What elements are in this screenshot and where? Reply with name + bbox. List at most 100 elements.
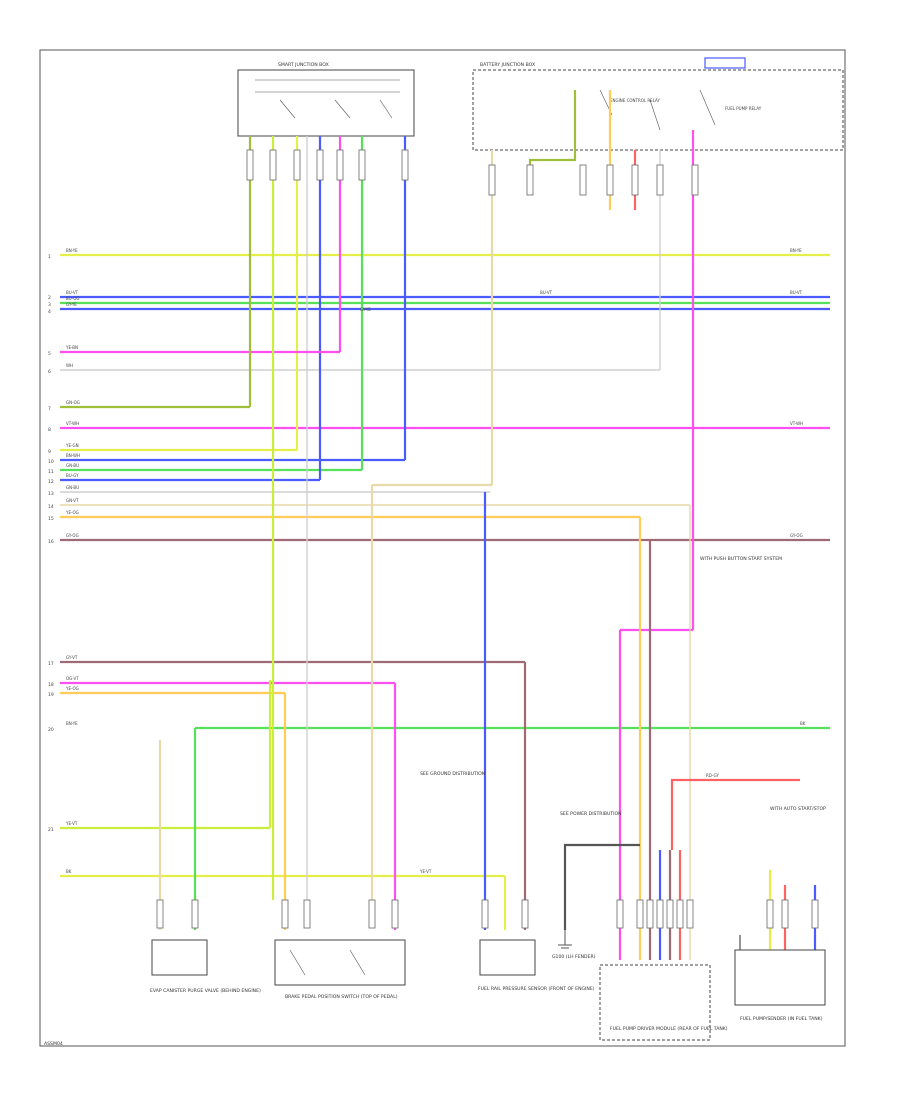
connector-pin — [686, 899, 694, 929]
connector-pin — [488, 164, 496, 196]
bjb-vertical-wires — [370, 90, 695, 960]
row-number: 17 — [48, 661, 54, 667]
smart-junction-box-label: SMART JUNCTION BOX — [278, 62, 329, 68]
connector-pin — [316, 149, 324, 181]
wire-label: GY-OG — [790, 533, 803, 538]
row-number: 7 — [48, 406, 51, 412]
wire-label: VT-WH — [66, 421, 79, 426]
connector-pin — [579, 164, 587, 196]
note-2: SEE GROUND DISTRIBUTION — [420, 771, 485, 777]
connector-pin — [336, 149, 344, 181]
connector-pin — [636, 899, 644, 929]
row-number: 4 — [48, 309, 51, 315]
connector-pin — [401, 149, 409, 181]
fuel-rail-pressure-sensor-label: FUEL RAIL PRESSURE SENSOR (FRONT OF ENGI… — [478, 986, 595, 992]
wire-labels: BN-YE BU-VT BU-OG GY-YE YE-BN WH GN-OG V… — [65, 248, 806, 874]
connector-pin — [481, 899, 489, 929]
wire-label: BN-YE — [66, 721, 78, 726]
wire-label: BK — [800, 721, 806, 726]
wire-label: YE-OG — [65, 686, 79, 691]
row-number: 15 — [48, 516, 54, 522]
wire-label: GY-YE — [360, 307, 371, 312]
brake-switch-label: BRAKE PEDAL POSITION SWITCH (TOP OF PEDA… — [285, 994, 398, 1000]
wire-label: GN-BU — [66, 485, 79, 490]
wire-label: GY-OG — [66, 533, 79, 538]
notes: WITH PUSH BUTTON START SYSTEM SEE GROUND… — [420, 556, 826, 817]
page-code: ASSM04 — [44, 1041, 63, 1047]
row-number: 13 — [48, 491, 54, 497]
row-number: 21 — [48, 827, 54, 833]
connector-pin — [811, 899, 819, 929]
connector-pin — [391, 899, 399, 929]
connector-pin — [246, 149, 254, 181]
note-4: WITH AUTO START/STOP — [770, 806, 826, 812]
connector-pin — [269, 149, 277, 181]
connector-pin — [631, 164, 639, 196]
wire-label: RD-GY — [706, 773, 719, 778]
connector-pin — [281, 899, 289, 929]
row-number: 8 — [48, 427, 51, 433]
wire-label: BU-VT — [790, 290, 803, 295]
connector-pin — [781, 899, 789, 929]
connector-pin — [303, 899, 311, 929]
wire-label: YE-VT — [65, 821, 78, 826]
row-number: 19 — [48, 692, 54, 698]
note-1: WITH PUSH BUTTON START SYSTEM — [700, 556, 782, 562]
wire-label: YE-BN — [65, 345, 78, 350]
connector-pin — [358, 149, 366, 181]
fuel-pump-sender: FUEL PUMP/SENDER (IN FUEL TANK) — [734, 949, 826, 1022]
row-number: 18 — [48, 682, 54, 688]
wire-label: BU-VT — [66, 290, 79, 295]
connector-pin — [656, 164, 664, 196]
wire-label: GN-OG — [66, 400, 80, 405]
row-number: 12 — [48, 479, 54, 485]
row-number: 3 — [48, 302, 51, 308]
purge-valve-label: EVAP CANISTER PURGE VALVE (BEHIND ENGINE… — [150, 988, 261, 994]
row-numbers: 1 2 3 4 5 6 7 8 9 10 11 12 13 14 15 16 1… — [48, 254, 54, 833]
connector-pin — [666, 899, 674, 929]
ground-point: G100 (LH FENDER) — [552, 930, 596, 960]
row-number: 11 — [48, 469, 54, 475]
wire-label: BU-VT — [540, 290, 553, 295]
row-number: 5 — [48, 351, 51, 357]
connector-pin — [368, 899, 376, 929]
sjb-vertical-wires — [248, 136, 407, 900]
fuel-pump-driver-module-label: FUEL PUMP DRIVER MODULE (REAR OF FUEL TA… — [610, 1026, 728, 1032]
connector-pin — [521, 899, 529, 929]
wire-label: BN-WH — [66, 453, 80, 458]
fuel-rail-pressure-sensor: FUEL RAIL PRESSURE SENSOR (FRONT OF ENGI… — [478, 939, 595, 992]
row-number: 6 — [48, 369, 51, 375]
battery-junction-box-label: BATTERY JUNCTION BOX — [480, 62, 535, 68]
diagram-frame — [39, 49, 846, 1047]
wire-label: YE-OG — [65, 510, 79, 515]
row-number: 2 — [48, 295, 51, 301]
wire-label: VT-WH — [790, 421, 803, 426]
row-number: 14 — [48, 504, 54, 510]
wire-label: YE-VT — [419, 869, 432, 874]
connector-pin — [646, 899, 654, 929]
purge-valve: EVAP CANISTER PURGE VALVE (BEHIND ENGINE… — [150, 939, 261, 994]
smart-junction-box: SMART JUNCTION BOX — [237, 62, 415, 137]
wire-label: GY-VT — [66, 655, 78, 660]
wire-label: BK — [66, 869, 72, 874]
connector-pin — [293, 149, 301, 181]
battery-junction-box: BATTERY JUNCTION BOX ENGINE CONTROL RELA… — [472, 57, 844, 151]
brake-switch: BRAKE PEDAL POSITION SWITCH (TOP OF PEDA… — [274, 939, 406, 1000]
connector-pin — [656, 899, 664, 929]
connector-pin — [676, 899, 684, 929]
fuel-pump-relay-label: FUEL PUMP RELAY — [725, 106, 762, 111]
row-number: 16 — [48, 539, 54, 545]
row-number: 20 — [48, 727, 54, 733]
wire-label: GY-YE — [66, 302, 77, 307]
connector-pin — [691, 164, 699, 196]
connector-pin — [156, 899, 164, 929]
wire-label: GN-VT — [66, 498, 79, 503]
wire-label: BN-YE — [66, 248, 78, 253]
row-number: 9 — [48, 449, 51, 455]
connector-pin — [616, 899, 624, 929]
connector-pin — [606, 164, 614, 196]
wire-label: BU-OG — [66, 296, 79, 301]
row-number: 10 — [48, 459, 54, 465]
row-number: 1 — [48, 254, 51, 260]
